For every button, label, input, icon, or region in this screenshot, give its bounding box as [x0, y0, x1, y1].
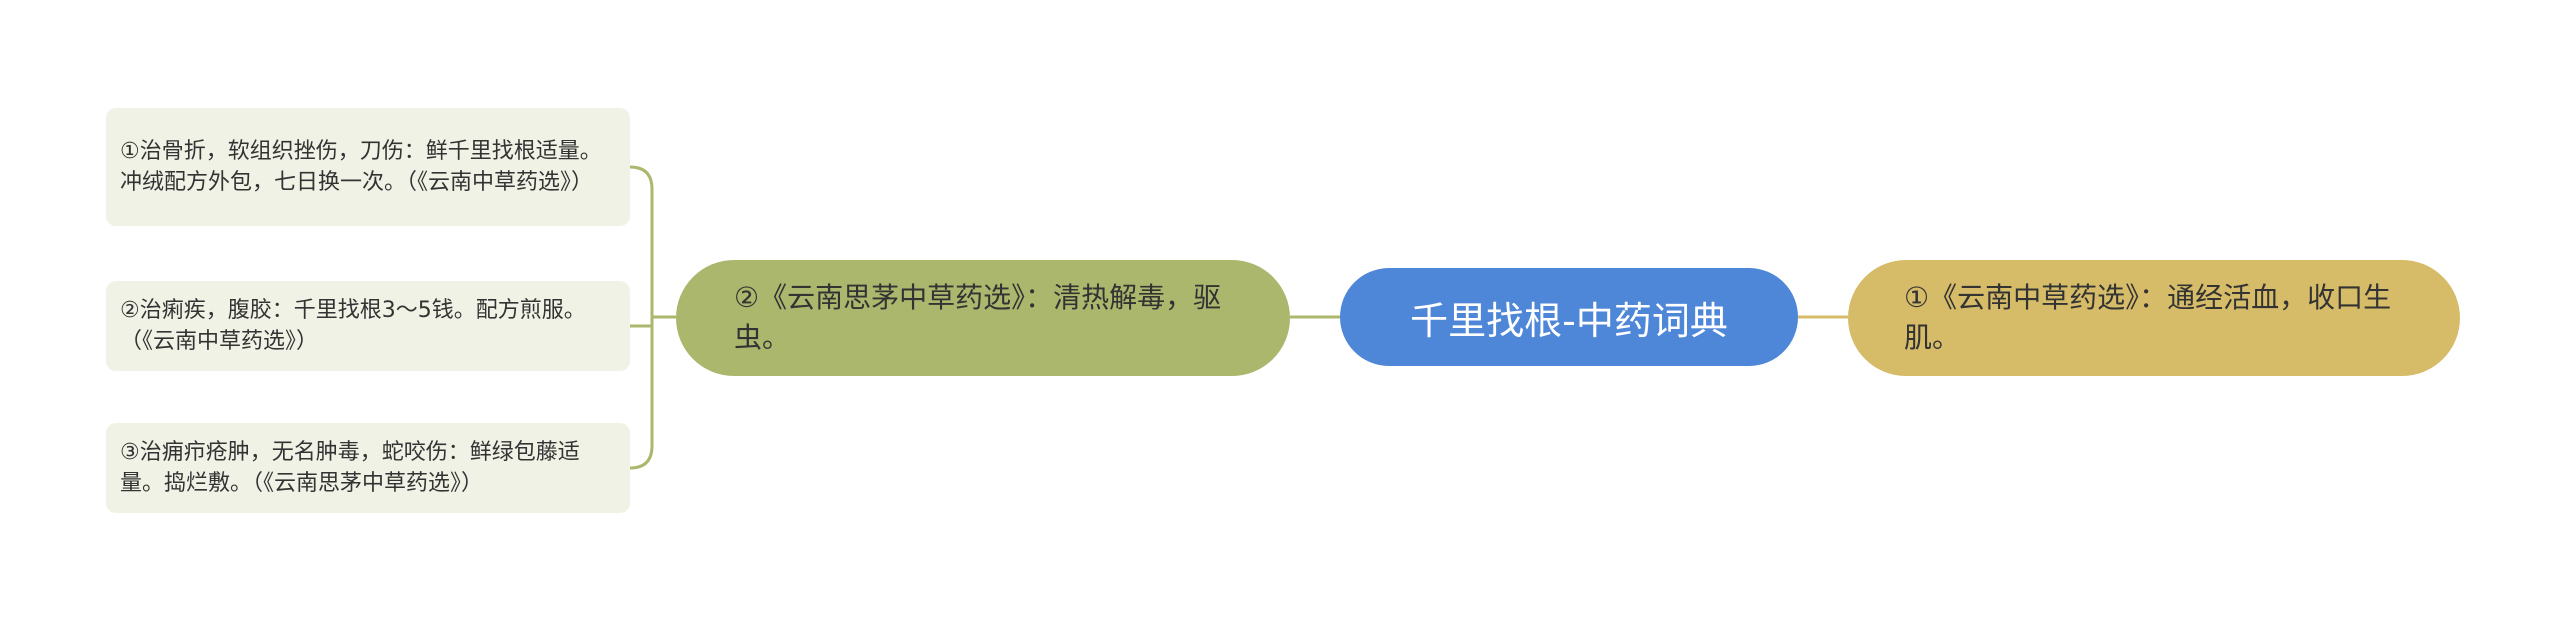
leaf-node-1-label: ①治骨折，软组织挫伤，刀伤：鲜千里找根适量。冲绒配方外包，七日换一次。（《云南中… — [120, 139, 602, 195]
left-branch-label: ②《云南思茅中草药选》：清热解毒，驱虫。 — [734, 281, 1222, 354]
right-branch-node[interactable]: ①《云南中草药选》：通经活血，收口生肌。 — [1848, 260, 2460, 376]
right-branch-label: ①《云南中草药选》：通经活血，收口生肌。 — [1904, 281, 2392, 354]
leaf-node-2-label: ②治痢疾，腹胶：千里找根3～5钱。配方煎服。（《云南中草药选》） — [120, 298, 586, 354]
root-node[interactable]: 千里找根-中药词典 — [1340, 268, 1798, 366]
leaf-node-2[interactable]: ②治痢疾，腹胶：千里找根3～5钱。配方煎服。（《云南中草药选》） — [106, 281, 630, 371]
leaf-node-3[interactable]: ③治痈疖疮肿，无名肿毒，蛇咬伤：鲜绿包藤适量。捣烂敷。（《云南思茅中草药选》） — [106, 423, 630, 513]
connector-to-leaf-3 — [629, 317, 654, 470]
leaf-node-1[interactable]: ①治骨折，软组织挫伤，刀伤：鲜千里找根适量。冲绒配方外包，七日换一次。（《云南中… — [106, 108, 630, 226]
connector-to-leaf-1 — [629, 165, 654, 317]
left-branch-node[interactable]: ②《云南思茅中草药选》：清热解毒，驱虫。 — [676, 260, 1290, 376]
leaf-node-3-label: ③治痈疖疮肿，无名肿毒，蛇咬伤：鲜绿包藤适量。捣烂敷。（《云南思茅中草药选》） — [120, 440, 580, 496]
root-node-label: 千里找根-中药词典 — [1410, 298, 1728, 343]
connector-to-leaf-2 — [630, 317, 654, 328]
